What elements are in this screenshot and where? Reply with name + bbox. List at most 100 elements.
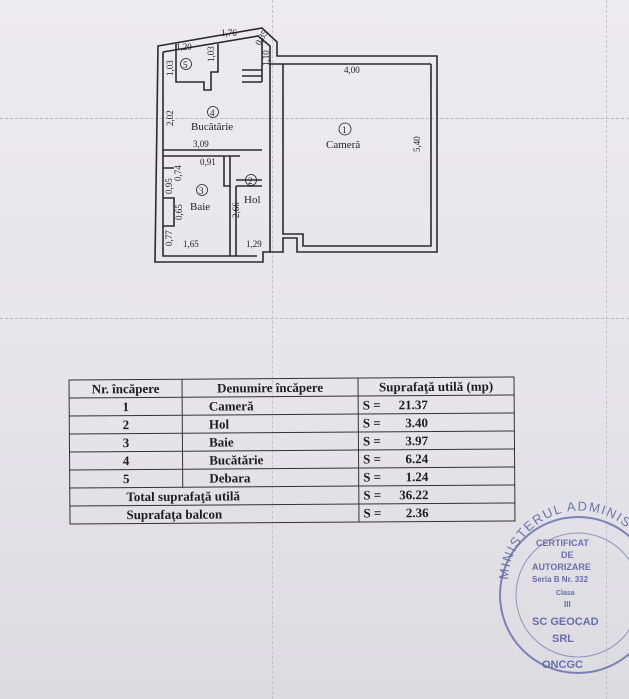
dim-label: 0,77	[164, 230, 174, 246]
room-name-cell: Bucătărie	[182, 450, 359, 470]
dim-label: 1,03	[165, 60, 175, 76]
column-header: Nr. încăpere	[69, 379, 183, 399]
room-number-cell: 3	[69, 433, 183, 453]
stamp-bottom-text: ONCGC	[542, 659, 583, 671]
surface-value: 1.24	[405, 469, 429, 485]
surface-cell: S = 6.24	[358, 448, 515, 469]
room-1-marker	[338, 122, 352, 136]
room-name-cell: Debara	[182, 468, 359, 488]
faint-fold-line	[0, 318, 629, 319]
dim-label: 0,91	[200, 157, 216, 167]
balcony-value: 2.36	[405, 505, 429, 521]
room-5-number: 5	[183, 60, 188, 70]
dim-label: 5,40	[412, 136, 422, 152]
apartment-outline	[154, 27, 438, 263]
dim-label: 1,10	[261, 50, 271, 66]
total-label: Total suprafaţă utilă	[69, 486, 359, 507]
faint-fold-line	[606, 0, 607, 699]
surface-value: 6.24	[405, 451, 429, 467]
room-name-cell: Cameră	[182, 396, 359, 416]
surface-symbol: S =	[363, 451, 382, 467]
surface-symbol: S =	[363, 487, 382, 503]
bath-wall	[223, 156, 231, 187]
inner-wall	[162, 35, 431, 65]
room-number-cell: 1	[69, 397, 183, 417]
surface-cell: S = 21.37	[358, 394, 515, 415]
dim-label: 1,65	[183, 239, 199, 249]
surface-cell: S = 3.40	[358, 412, 515, 433]
stamp-line: Clasa	[556, 590, 575, 597]
room-name-cell: Baie	[182, 432, 359, 452]
floor-plan: 5 4 Bucătărie 1 Cameră 3 Baie 2 Hol 1,76…	[154, 27, 438, 263]
room-number-cell: 5	[69, 469, 183, 489]
room-name: Bucătărie	[209, 452, 264, 468]
faint-fold-line	[272, 0, 273, 699]
room-name: Baie	[208, 434, 234, 450]
room-2-marker	[245, 174, 257, 186]
partition-wall	[163, 149, 262, 157]
total-value: 36.22	[399, 487, 429, 503]
dim-label: 0,65	[174, 204, 184, 220]
debara-walls	[175, 44, 219, 91]
faint-fold-line	[0, 118, 629, 119]
surface-value: 21.37	[398, 397, 428, 413]
balcony-label: Suprafaţa balcon	[69, 504, 360, 525]
room-3-marker	[196, 184, 208, 196]
surface-table: Nr. încăpere Denumire încăpere Suprafaţă…	[68, 376, 515, 525]
bath-wall	[229, 186, 237, 256]
dim-label: 1,76	[221, 28, 237, 38]
surface-symbol: S =	[363, 505, 382, 521]
room-2-name: Hol	[244, 194, 261, 206]
room-4-name: Bucătărie	[191, 121, 233, 133]
room-3-name: Baie	[190, 201, 210, 213]
inner-wall	[162, 52, 257, 257]
room-name: Cameră	[208, 398, 254, 414]
room-name: Hol	[208, 416, 230, 432]
stamp-ring	[499, 516, 629, 674]
surface-value: 3.40	[405, 415, 429, 431]
dim-label: 3,09	[193, 139, 209, 149]
dim-label: 1,03	[206, 46, 216, 62]
surface-cell: S = 1.24	[358, 466, 515, 487]
authorization-stamp: MINISTERUL ADMINISTRAŢIEI CERTIFICAT DE …	[488, 500, 629, 674]
surface-symbol: S =	[362, 433, 381, 449]
surface-symbol: S =	[362, 415, 381, 431]
stamp-line: SC GEOCAD	[532, 616, 599, 628]
room-2-number: 2	[248, 176, 253, 186]
surface-value: 3.97	[405, 433, 429, 449]
stamp-line: Seria B Nr. 332	[532, 575, 589, 584]
table-header-row: Nr. încăpere Denumire încăpere Suprafaţă…	[69, 376, 515, 399]
dim-label: 1,20	[176, 42, 192, 52]
camera-walls	[282, 64, 432, 247]
room-1-name: Cameră	[326, 139, 360, 151]
bath-detail	[163, 167, 175, 227]
room-4-marker	[207, 106, 219, 118]
stamp-line: DE	[561, 550, 574, 560]
dim-label: 1,29	[246, 239, 262, 249]
stamp-line: III	[564, 600, 571, 609]
balcony-row: Suprafaţa balcon S = 2.36	[69, 502, 515, 525]
room-number-cell: 2	[69, 415, 183, 435]
room-name: Debara	[209, 470, 251, 486]
dim-label: 0,74	[173, 165, 183, 181]
hol-wall	[236, 179, 262, 187]
shaft	[242, 69, 262, 83]
room-name-cell: Hol	[182, 414, 359, 434]
room-4-number: 4	[210, 108, 215, 118]
surface-symbol: S =	[363, 469, 382, 485]
stamp-line: AUTORIZARE	[532, 562, 591, 572]
column-header: Denumire încăpere	[182, 378, 359, 398]
room-1-number: 1	[342, 125, 347, 135]
surface-symbol: S =	[362, 397, 381, 413]
column-header: Suprafaţă utilă (mp)	[358, 376, 515, 397]
dim-label: 2,02	[165, 110, 175, 126]
room-3-number: 3	[199, 186, 204, 196]
dim-label: 2,66	[231, 202, 241, 218]
stamp-line: CERTIFICAT	[536, 538, 589, 548]
room-number-cell: 4	[69, 451, 183, 471]
dim-label: 4,00	[344, 65, 360, 75]
surface-cell: S = 3.97	[358, 430, 515, 451]
stamp-line: SRL	[552, 633, 574, 645]
stamp-ring	[515, 532, 629, 658]
